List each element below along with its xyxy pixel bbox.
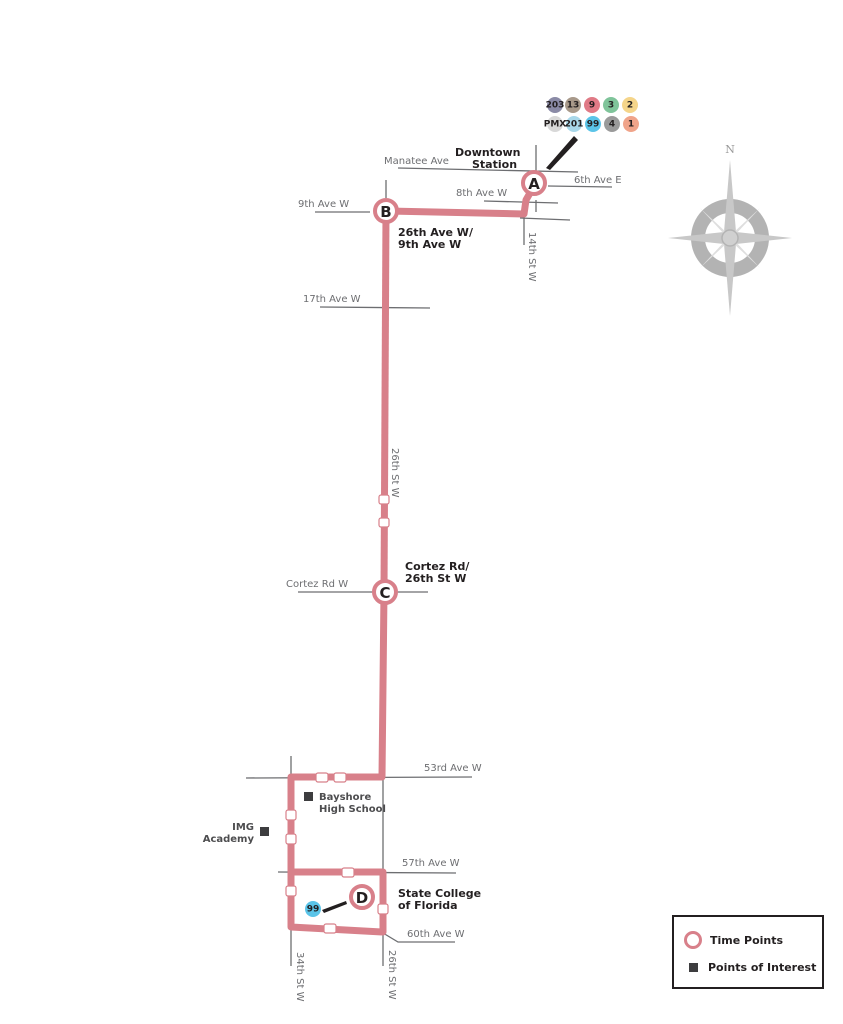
label-57th-ave-w: 57th Ave W [402, 858, 460, 869]
time-point-d-letter: D [356, 889, 368, 907]
label-cortez-rd-w: Cortez Rd W [286, 579, 348, 590]
route-badge-99 [305, 901, 321, 917]
label-eighth-ave-w: 8th Ave W [456, 188, 507, 199]
label-34th-st-w: 34th St W [294, 952, 305, 1002]
route-badge-3 [603, 97, 619, 113]
legend-row-time-points: Time Points [684, 931, 783, 949]
route-badge-label: 99 [587, 120, 600, 130]
poi-bayshore-line2: High School [319, 804, 386, 815]
street-17th-ave-w [319, 306, 431, 309]
direction-arrow-icon [323, 923, 337, 934]
time-point-a-letter: A [528, 175, 540, 193]
direction-arrow-icon [341, 867, 355, 878]
map-legend: Time Points Points of Interest [672, 915, 824, 989]
street-labels: Manatee Ave 6th Ave E 8th Ave W 9th Ave … [286, 156, 622, 1002]
stop-a-name-line1: Downtown [455, 146, 521, 159]
route-badge-201 [566, 116, 582, 132]
compass-north-label: N [725, 143, 735, 156]
route-segment-c-53rd [287, 588, 388, 876]
route-badge-203 [547, 97, 563, 113]
route-badge-4 [604, 116, 620, 132]
poi-img-line2: Academy [203, 834, 255, 845]
time-point-a: A [521, 170, 547, 196]
label-manatee-ave: Manatee Ave [384, 156, 449, 167]
direction-arrows [285, 494, 390, 934]
time-point-c-letter: C [379, 584, 390, 602]
route-badge-13 [565, 97, 581, 113]
street-sixth-ave-e [547, 185, 613, 188]
label-14th-st-w: 14th St W [526, 232, 537, 282]
direction-arrow-icon [315, 772, 329, 783]
legend-row-points-of-interest: Points of Interest [684, 961, 816, 974]
poi-square-icon [689, 963, 698, 972]
streets [245, 145, 613, 966]
transfer-badges-scf: 99 [305, 901, 321, 917]
time-point-d: D [349, 884, 375, 910]
label-26th-st-w-south: 26th St W [386, 950, 397, 1000]
stop-c-name-line2: 26th St W [405, 572, 466, 585]
route-badge-label: 1 [628, 120, 634, 130]
route-badge-9 [584, 97, 600, 113]
points-of-interest: Bayshore High School IMG Academy [203, 792, 386, 845]
stop-c-name-line1: Cortez Rd/ [405, 560, 470, 573]
street-ninth-ave-w-east [519, 217, 571, 221]
direction-arrow-icon [285, 833, 297, 845]
stop-d-name-line1: State College [398, 887, 481, 900]
route-badge-label: PMX [544, 120, 567, 130]
route-segment-b-c [380, 207, 390, 596]
time-point-b-letter: B [380, 203, 391, 221]
callout-pointer-scf [322, 901, 347, 913]
direction-arrow-icon [378, 494, 390, 505]
route-badge-99 [585, 116, 601, 132]
poi-bayshore-line1: Bayshore [319, 792, 371, 803]
time-point-b: B [373, 198, 399, 224]
route-badge-label: 201 [565, 120, 584, 130]
stop-b-name-line2: 9th Ave W [398, 238, 461, 251]
street-manatee-ave [397, 167, 579, 173]
time-point-c: C [372, 579, 398, 605]
street-eighth-ave-w [483, 200, 559, 204]
route-badge-label: 9 [589, 101, 595, 111]
route-badge-label: 3 [608, 101, 614, 111]
label-17th-ave-w: 17th Ave W [303, 294, 361, 305]
legend-time-points-label: Time Points [710, 933, 784, 947]
direction-arrow-icon [285, 809, 297, 821]
stop-a-name-line2: Station [472, 158, 517, 171]
label-sixth-ave-e: 6th Ave E [574, 175, 622, 186]
time-point-labels: Downtown Station 26th Ave W/ 9th Ave W C… [398, 146, 521, 912]
route-badge-1 [623, 116, 639, 132]
route-badge-label: 2 [627, 101, 633, 111]
route-badge-label: 203 [546, 101, 565, 111]
label-ninth-ave-w: 9th Ave W [298, 199, 349, 210]
direction-arrow-icon [377, 903, 389, 915]
route-badge-pmx [547, 116, 563, 132]
poi-img-line1: IMG [232, 822, 254, 833]
time-point-ring-icon [684, 931, 702, 949]
poi-marker-bayshore [304, 792, 313, 801]
street-60th-ave-w [382, 932, 455, 943]
direction-arrow-icon [285, 885, 297, 897]
label-60th-ave-w: 60th Ave W [407, 929, 465, 940]
label-53rd-ave-w: 53rd Ave W [424, 763, 482, 774]
route-badge-label: 99 [307, 905, 320, 915]
direction-arrow-icon [333, 772, 347, 783]
callout-pointer-downtown [546, 136, 578, 170]
route-badge-label: 4 [609, 120, 615, 130]
label-26th-st-w-north: 26th St W [389, 448, 400, 498]
legend-points-of-interest-label: Points of Interest [708, 961, 817, 974]
stop-d-name-line2: of Florida [398, 899, 458, 912]
direction-arrow-icon [378, 517, 390, 528]
route-badge-label: 13 [567, 101, 580, 111]
stop-b-name-line1: 26th Ave W/ [398, 226, 474, 239]
poi-marker-img [260, 827, 269, 836]
route-badge-2 [622, 97, 638, 113]
compass-rose-icon: N [668, 143, 792, 316]
